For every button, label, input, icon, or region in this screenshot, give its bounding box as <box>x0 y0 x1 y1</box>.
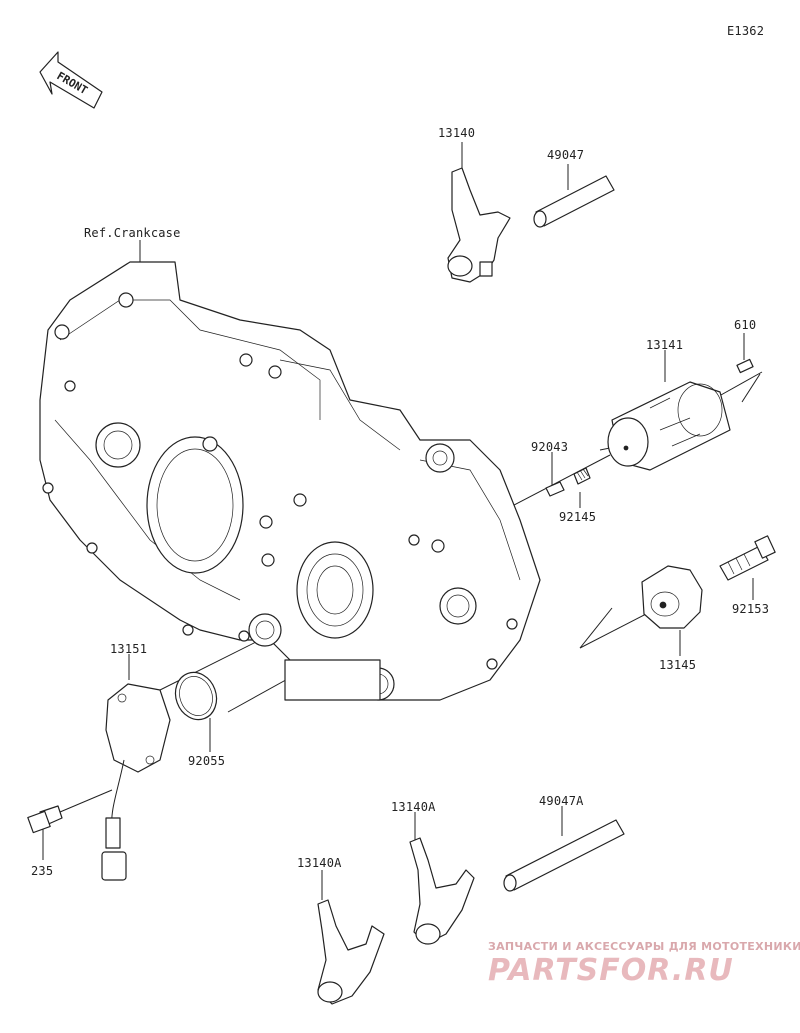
shift-fork-13140a-left <box>317 899 385 1005</box>
label-92153: 92153 <box>732 602 770 616</box>
label-13140a-left: 13140A <box>297 856 342 870</box>
label-13145: 13145 <box>659 658 697 672</box>
switch-13151 <box>101 683 171 881</box>
label-ref-crankcase: Ref.Crankcase <box>84 226 181 240</box>
label-13140a-right: 13140A <box>391 800 436 814</box>
bolt-92153 <box>719 535 776 581</box>
label-92145: 92145 <box>559 510 597 524</box>
shift-fork-13140 <box>447 167 511 283</box>
label-13151: 13151 <box>110 642 148 656</box>
label-92043: 92043 <box>531 440 569 454</box>
diagram-code: E1362 <box>727 24 765 38</box>
shift-fork-13140a-right <box>409 837 475 945</box>
watermark-tagline: ЗАПЧАСТИ И АКСЕССУАРЫ ДЛЯ МОТОТЕХНИКИ <box>488 940 800 953</box>
shaft-49047 <box>533 175 615 228</box>
gear-13145 <box>641 565 703 629</box>
label-13140: 13140 <box>438 126 476 140</box>
front-arrow-icon: FRONT <box>39 51 103 109</box>
label-49047a: 49047A <box>539 794 584 808</box>
label-92055: 92055 <box>188 754 226 768</box>
label-49047: 49047 <box>547 148 585 162</box>
label-13141: 13141 <box>646 338 684 352</box>
crankcase-illustration <box>39 261 541 701</box>
spring-92145 <box>573 467 591 485</box>
label-235: 235 <box>31 864 54 878</box>
label-610: 610 <box>734 318 757 332</box>
pin-92043 <box>545 481 565 497</box>
shaft-49047a <box>503 819 625 892</box>
watermark-logo: PARTSFOR.RU <box>488 953 734 988</box>
o-ring-92055 <box>174 671 218 721</box>
bolt-235 <box>27 805 63 834</box>
pin-610 <box>736 358 754 374</box>
shift-drum-13141 <box>607 381 731 471</box>
